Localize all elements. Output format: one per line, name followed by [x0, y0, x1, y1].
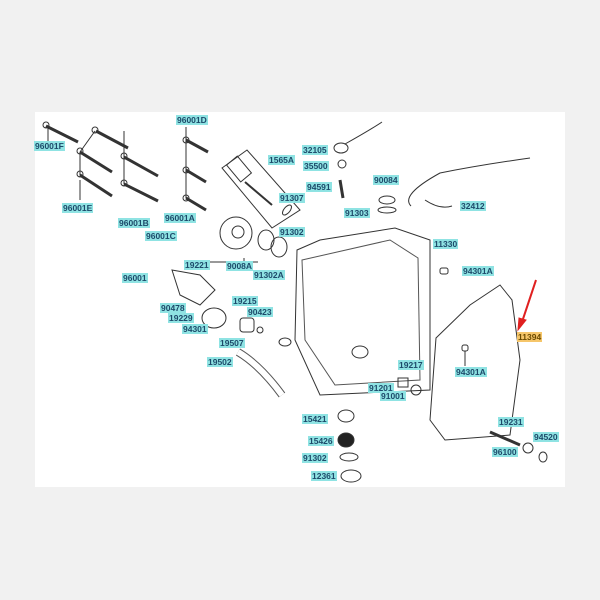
part-label-91302a[interactable]: 91302A	[253, 270, 285, 280]
part-label-12361[interactable]: 12361	[311, 471, 337, 481]
part-label-96001f[interactable]: 96001F	[34, 141, 65, 151]
part-label-19507[interactable]: 19507	[219, 338, 245, 348]
part-label-94301a[interactable]: 94301A	[455, 367, 487, 377]
part-label-19502[interactable]: 19502	[207, 357, 233, 367]
part-label-96001c[interactable]: 96001C	[145, 231, 177, 241]
part-label-90423[interactable]: 90423	[247, 307, 273, 317]
part-label-11330[interactable]: 11330	[433, 239, 459, 249]
part-label-94301a[interactable]: 94301A	[462, 266, 494, 276]
part-label-15426[interactable]: 15426	[308, 436, 334, 446]
part-label-91001[interactable]: 91001	[380, 391, 406, 401]
part-label-90478[interactable]: 90478	[160, 303, 186, 313]
part-label-9008a[interactable]: 9008A	[226, 261, 254, 271]
part-label-91303[interactable]: 91303	[344, 208, 370, 218]
part-label-35500[interactable]: 35500	[303, 161, 329, 171]
part-label-94520[interactable]: 94520	[533, 432, 559, 442]
part-label-32412[interactable]: 32412	[460, 201, 486, 211]
part-label-94591[interactable]: 94591	[306, 182, 332, 192]
bolt-group-icon	[42, 121, 209, 212]
part-label-19229[interactable]: 19229	[168, 313, 194, 323]
cable-icon	[408, 157, 531, 207]
part-label-90084[interactable]: 90084	[373, 175, 399, 185]
part-label-32105[interactable]: 32105	[302, 145, 328, 155]
part-label-94301[interactable]: 94301	[182, 324, 208, 334]
part-label-91302[interactable]: 91302	[279, 227, 305, 237]
crankcase-box-icon	[294, 227, 431, 396]
part-label-91201[interactable]: 91201	[368, 383, 394, 393]
part-label-19215[interactable]: 19215	[232, 296, 258, 306]
diagram-panel	[35, 112, 565, 487]
part-label-19231[interactable]: 19231	[498, 417, 524, 427]
part-label-1565a[interactable]: 1565A	[268, 155, 296, 165]
part-label-96100[interactable]: 96100	[492, 447, 518, 457]
part-label-11394[interactable]: 11394	[517, 332, 543, 342]
part-label-91307[interactable]: 91307	[279, 193, 305, 203]
part-label-91302[interactable]: 91302	[302, 453, 328, 463]
part-label-15421[interactable]: 15421	[302, 414, 328, 424]
part-label-19217[interactable]: 19217	[398, 360, 424, 370]
pump-cover-icon	[219, 216, 253, 250]
part-label-96001d[interactable]: 96001D	[176, 115, 208, 125]
part-label-96001[interactable]: 96001	[122, 273, 148, 283]
part-label-96001e[interactable]: 96001E	[62, 203, 94, 213]
red-arrow-icon	[521, 279, 537, 323]
part-label-96001a[interactable]: 96001A	[164, 213, 196, 223]
gasket-11394-icon	[429, 284, 521, 441]
dipstick-box-icon	[221, 149, 301, 229]
part-label-19221[interactable]: 19221	[184, 260, 210, 270]
part-label-96001b[interactable]: 96001B	[118, 218, 150, 228]
